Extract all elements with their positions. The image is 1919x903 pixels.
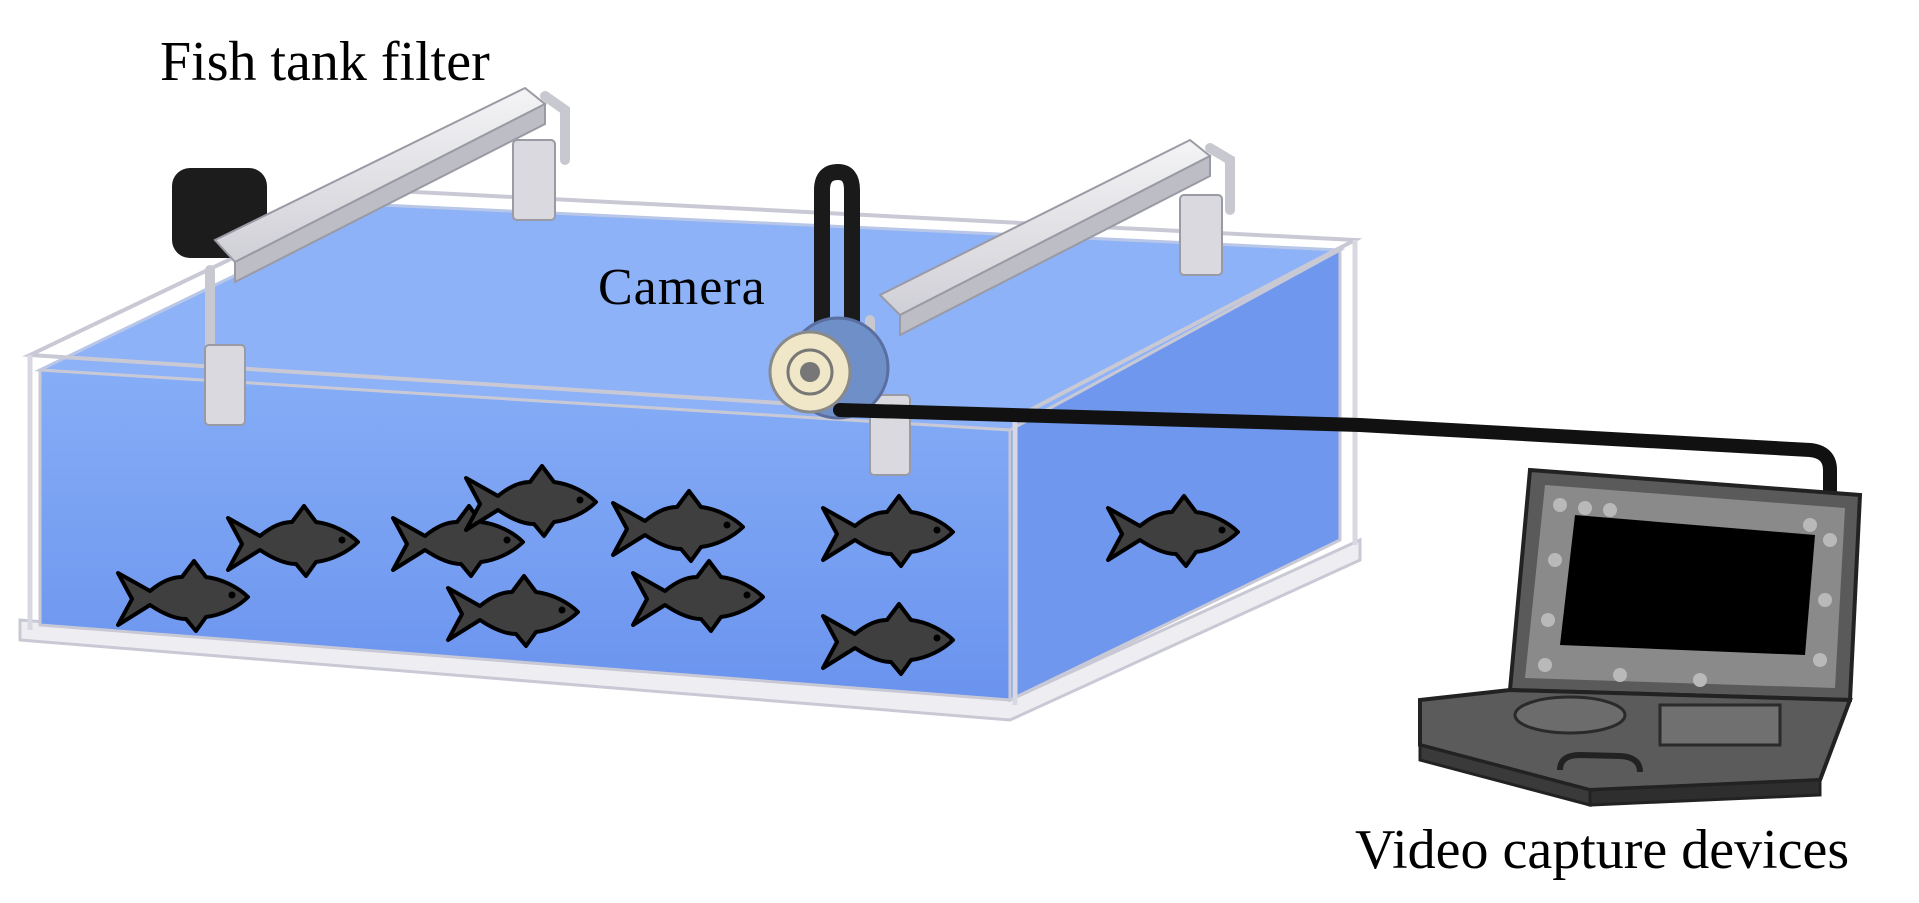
label-video-capture-devices: Video capture devices	[1355, 819, 1850, 881]
label-camera: Camera	[598, 259, 766, 316]
camera-device	[768, 316, 890, 420]
video-capture-device	[1418, 467, 1863, 807]
camera-cable	[833, 403, 1837, 497]
tank-base	[18, 537, 1362, 722]
label-fish-tank-filter: Fish tank filter	[160, 31, 490, 93]
camera-mount	[814, 163, 860, 338]
monitor-screen	[1560, 515, 1815, 655]
water-side	[1008, 247, 1342, 703]
